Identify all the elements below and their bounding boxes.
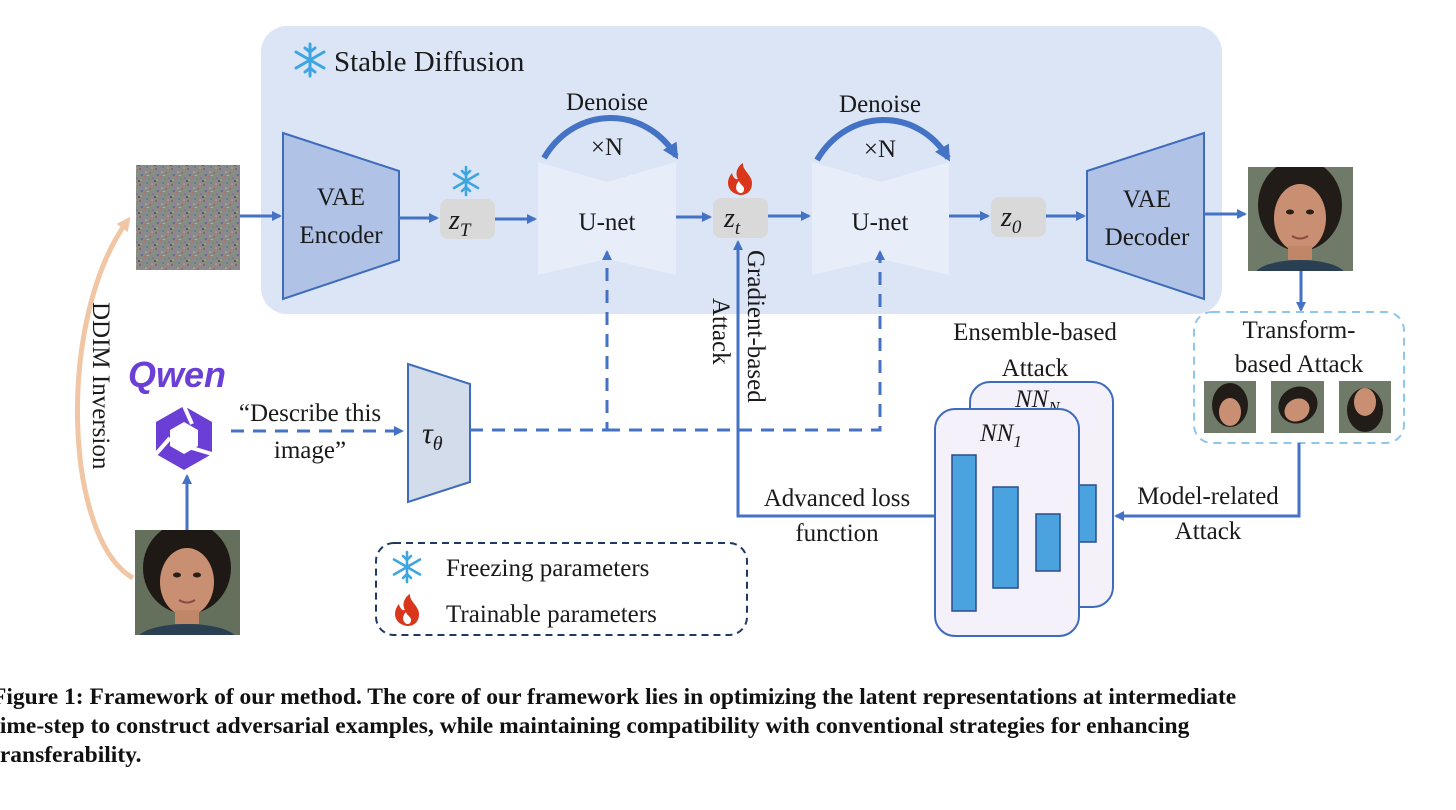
qwen-wordmark: Qwen	[128, 354, 226, 395]
text-encoder-symbol: τθ	[422, 417, 443, 455]
caption-line-3: transferability.	[0, 742, 142, 768]
unet-1-block	[538, 162, 676, 275]
latent-z0-box	[991, 197, 1046, 237]
legend-box	[375, 542, 748, 636]
snowflake-icon	[392, 550, 422, 584]
transform-label-1: Transform-	[1243, 317, 1356, 344]
advanced-loss-label-1: Advanced loss	[764, 485, 911, 512]
noise-image	[136, 165, 240, 270]
transformed-face-3	[1339, 381, 1391, 433]
text-encoder-block	[407, 362, 471, 504]
qwen-logo-icon	[154, 405, 213, 470]
ensemble-title-2: Attack	[1002, 355, 1069, 382]
unet-2-times: ×N	[864, 136, 896, 163]
unet-2-denoise-label: Denoise	[839, 91, 921, 118]
unet-2-block	[812, 162, 949, 275]
latent-zt-box	[713, 198, 768, 238]
prompt-text-line1: “Describe this	[239, 400, 381, 427]
pipeline-arrows	[240, 209, 1306, 312]
nn-layer-2	[992, 486, 1019, 589]
vae-decoder-label-2: Decoder	[1105, 224, 1190, 251]
transformed-face-1	[1204, 381, 1256, 433]
caption-line-1: Figure 1: Framework of our method. The c…	[0, 684, 1237, 710]
legend-freeze-label: Freezing parameters	[446, 555, 649, 582]
gradient-label-1: Gradient-based	[742, 250, 769, 403]
output-face-image	[1248, 167, 1353, 271]
legend-train-label: Trainable parameters	[446, 601, 657, 628]
vae-encoder-label-2: Encoder	[299, 222, 383, 249]
gradient-label-2: Attack	[707, 298, 734, 365]
unet-1-label: U-net	[579, 209, 636, 236]
nn-card-back-bar	[1078, 484, 1097, 543]
fire-icon	[395, 594, 419, 626]
ensemble-title-1: Ensemble-based	[953, 319, 1117, 346]
caption-line-2: time-step to construct adversarial examp…	[0, 713, 1190, 739]
fire-icon	[728, 163, 752, 195]
latent-zT-box	[440, 199, 495, 239]
input-face-image	[135, 530, 240, 635]
unet-2-label: U-net	[852, 209, 909, 236]
latent-zt: zt	[723, 203, 741, 239]
latent-zT: zT	[448, 205, 472, 241]
prompt-text-line2: image”	[274, 437, 346, 464]
vae-encoder-label-1: VAE	[317, 184, 365, 211]
nn-card-front-label: NN1	[979, 420, 1022, 451]
snowflake-icon	[452, 165, 480, 197]
ddim-inversion-label: DDIM Inversion	[87, 302, 114, 470]
vae-decoder-block	[1086, 131, 1205, 301]
model-related-arrow	[1114, 443, 1301, 521]
conditioning-dashed-arrows	[231, 250, 885, 436]
unet-1-denoise-loop	[541, 115, 679, 160]
unet-2-denoise-loop	[814, 117, 951, 162]
model-related-label-1: Model-related	[1137, 483, 1279, 510]
vae-decoder-label-1: VAE	[1123, 186, 1171, 213]
nn-layer-3	[1035, 513, 1061, 572]
nn-layer-1	[951, 454, 977, 612]
advanced-loss-label-2: function	[795, 520, 879, 547]
unet-1-denoise-label: Denoise	[566, 89, 648, 116]
ddim-inversion-arrow	[74, 216, 135, 581]
vae-encoder-block	[282, 131, 400, 301]
transform-label-2: based Attack	[1235, 351, 1364, 378]
snowflake-icon	[294, 42, 326, 78]
gradient-attack-arrow	[733, 240, 934, 518]
transformed-face-2	[1271, 381, 1324, 433]
latent-z0: z0	[1000, 202, 1022, 238]
unet-1-times: ×N	[591, 134, 623, 161]
panel-title: Stable Diffusion	[334, 46, 525, 78]
figure-caption: Figure 1: Framework of our method. The c…	[0, 683, 1456, 770]
framework-diagram: Stable Diffusion VAE Encoder zT U-net De…	[74, 26, 1405, 637]
model-related-label-2: Attack	[1175, 518, 1242, 545]
